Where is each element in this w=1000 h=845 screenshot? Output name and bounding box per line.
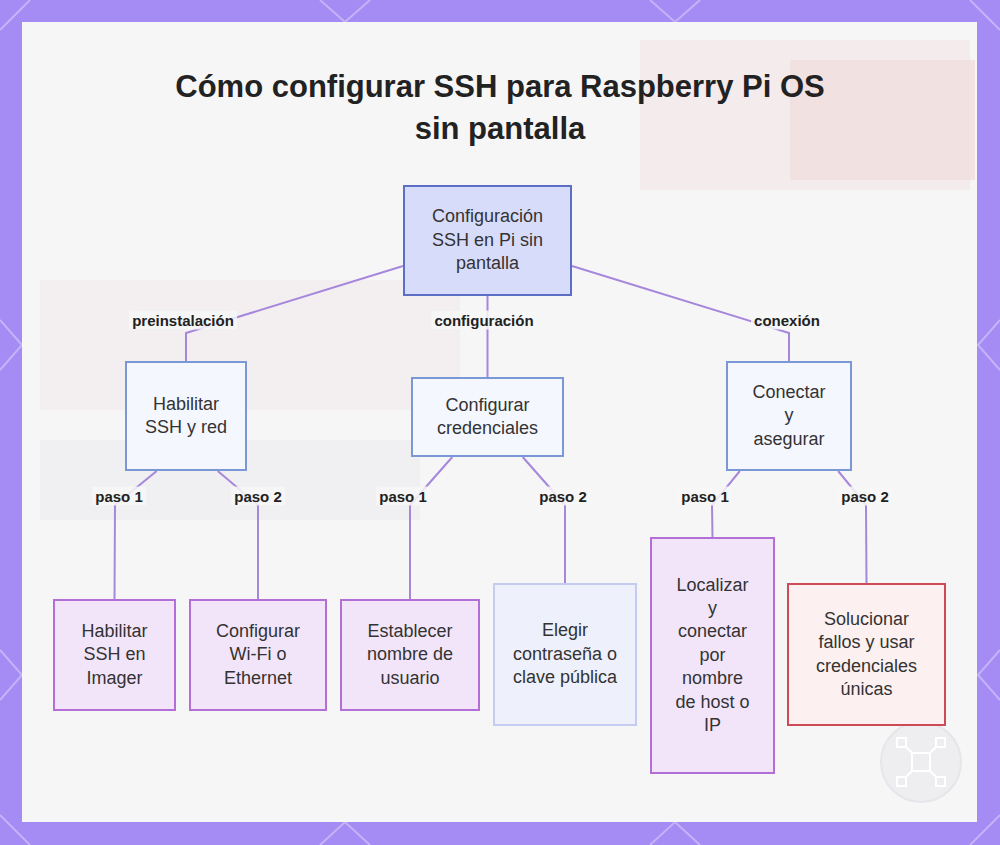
edge-label: paso 2	[231, 487, 285, 506]
category-box: Habilitar SSH y red	[125, 361, 247, 471]
connector	[523, 457, 565, 583]
node-text: Habilitar SSH y red	[141, 393, 231, 440]
root-box: Configuración SSH en Pi sin pantalla	[403, 185, 572, 296]
step-box: Habilitar SSH en Imager	[53, 599, 176, 711]
node-text: Establecer nombre de usuario	[356, 620, 464, 690]
node-text: Habilitar SSH en Imager	[73, 620, 156, 690]
node-text: Elegir contraseña o clave pública	[509, 619, 621, 689]
node-text: Configurar credenciales	[427, 394, 548, 441]
step-box: Elegir contraseña o clave pública	[493, 583, 637, 726]
category-box: Conectar y asegurar	[726, 361, 852, 471]
edge-label: paso 1	[92, 487, 146, 506]
node-text: Solucionar fallos y usar credenciales ún…	[807, 608, 926, 702]
diagram-title: Cómo configurar SSH para Raspberry Pi OS…	[150, 66, 850, 150]
edge-label: paso 2	[536, 487, 590, 506]
edge-label: paso 2	[838, 487, 892, 506]
node-text: Conectar y asegurar	[748, 381, 830, 451]
step-box: Establecer nombre de usuario	[340, 599, 480, 711]
connector	[487, 296, 489, 377]
blurred-photo	[40, 280, 460, 410]
node-text: Configuración SSH en Pi sin pantalla	[419, 205, 556, 275]
step-box: Localizar y conectar por nombre de host …	[650, 537, 775, 774]
connector	[410, 457, 452, 599]
node-text: Localizar y conectar por nombre de host …	[672, 574, 753, 738]
edge-label: paso 1	[678, 487, 732, 506]
edge-label: paso 1	[376, 487, 430, 506]
node-text: Configurar Wi-Fi o Ethernet	[205, 620, 311, 690]
category-box: Configurar credenciales	[411, 377, 564, 457]
logo	[881, 722, 961, 802]
edge-label: configuración	[431, 311, 536, 330]
card	[22, 22, 977, 822]
step-box: Configurar Wi-Fi o Ethernet	[189, 599, 327, 711]
edge-label: preinstalación	[129, 311, 237, 330]
warning-box: Solucionar fallos y usar credenciales ún…	[787, 583, 946, 726]
edge-label: conexión	[751, 311, 823, 330]
